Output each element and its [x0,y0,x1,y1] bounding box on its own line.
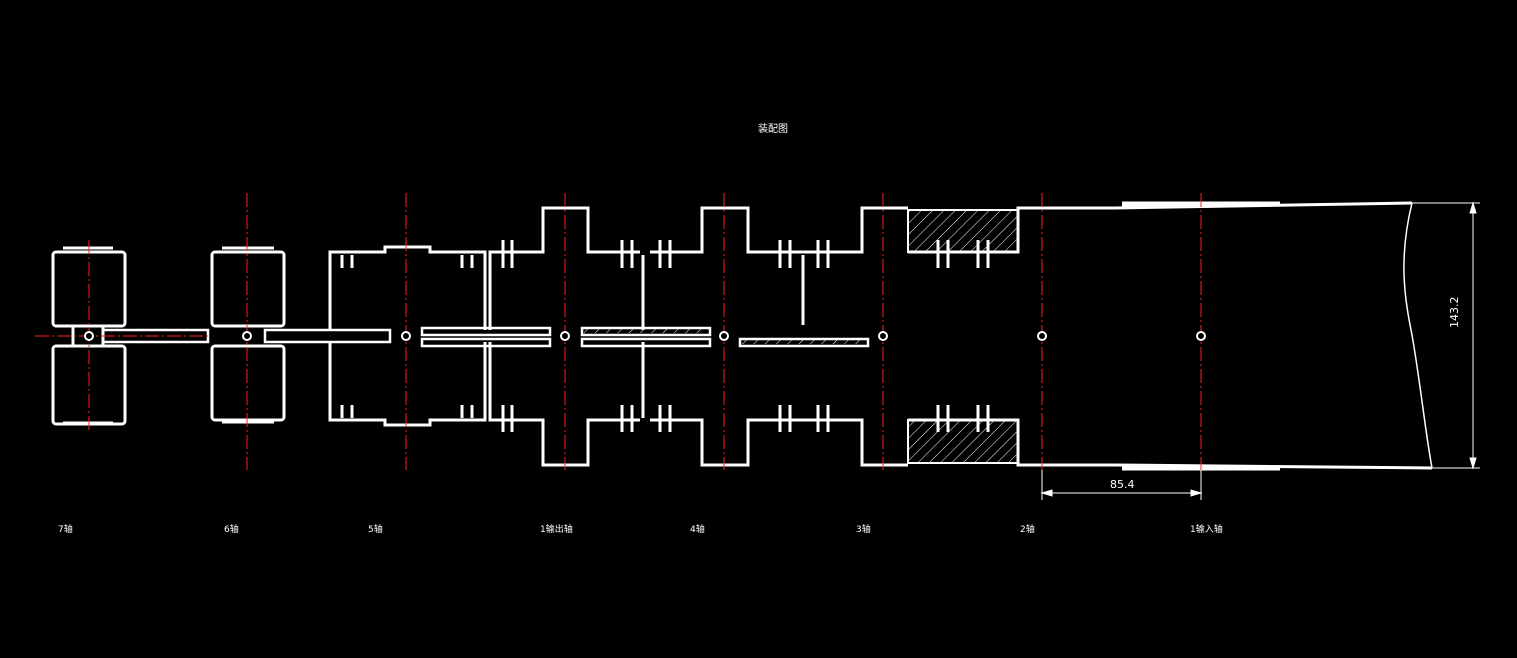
drawing-title: 装配图 [758,124,788,135]
height-dimension: 143.2 [1448,296,1461,329]
shaft-4-housing [650,206,805,467]
shaft-label-output: 1输出轴 [540,525,573,535]
shaft-label-7: 7轴 [58,525,73,535]
width-dimension: 85.4 [1110,478,1135,491]
shaft-label-5: 5轴 [368,525,383,535]
shaft-5-housing [328,245,487,427]
shaft-6-housing [210,246,286,424]
shaft-3-housing [778,206,908,467]
shaft-label-6: 6轴 [224,525,239,535]
shaft-label-3: 3轴 [856,525,871,535]
shaft-centers [84,331,1206,341]
shaft-label-input: 1输入轴 [1190,525,1223,535]
dimension-lines [1040,201,1480,500]
shaft-label-4: 4轴 [690,525,705,535]
shaft-label-2: 2轴 [1020,525,1035,535]
output-shaft-housing [488,206,645,467]
bearing-blocks [584,209,1019,464]
input-shaft-housing [1114,201,1433,471]
